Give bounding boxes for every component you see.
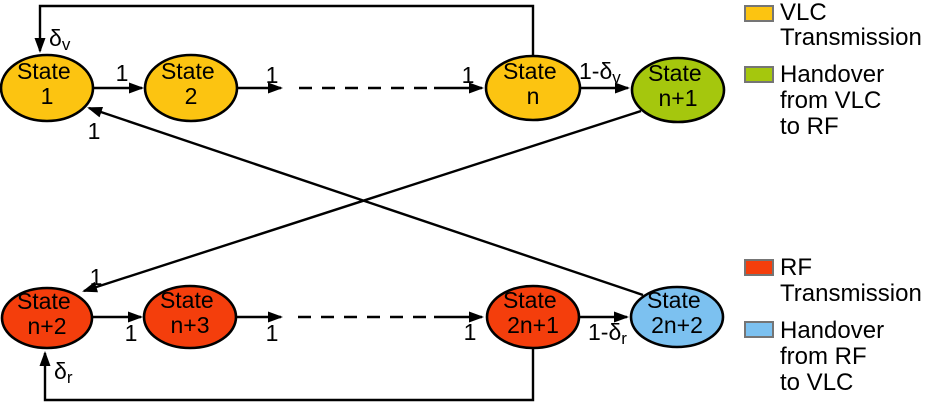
state-node-n3-label: State n+3 xyxy=(160,287,220,338)
legend-label-vlc-line1: VLC xyxy=(780,0,827,26)
label-prob-n2-n3: 1 xyxy=(125,320,138,346)
label-prob-s1-s2: 1 xyxy=(116,60,129,86)
state-node-1 xyxy=(0,53,95,123)
legend-swatch-rf xyxy=(744,259,774,276)
state-node-2n1 xyxy=(485,284,581,350)
label-delta-r: δr xyxy=(54,358,73,387)
state-node-1-label: State 1 xyxy=(17,58,77,109)
state-node-n1-label: State n+1 xyxy=(648,60,708,111)
label-prob-sn1-sn2: 1 xyxy=(90,264,103,290)
state-node-n2 xyxy=(0,286,94,350)
state-node-2n2 xyxy=(629,285,725,349)
state-node-n2-label: State n+2 xyxy=(17,288,77,339)
legend-swatch-vlc xyxy=(744,5,774,22)
label-prob-dots-2n1: 1 xyxy=(464,319,477,345)
legend-swatch-handover-vlc-rf xyxy=(744,66,774,83)
state-node-n3 xyxy=(142,284,238,350)
label-prob-s2-dots: 1 xyxy=(266,62,279,88)
legend-label-handover-vlc-line1: Handover xyxy=(780,61,884,88)
legend-label-vlc-line2: Transmission xyxy=(780,24,922,51)
label-prob-dots-sn: 1 xyxy=(462,62,475,88)
legend-label-handover-rf-line2: from RF xyxy=(780,343,867,370)
label-one-minus-delta-r: 1-δr xyxy=(588,319,627,348)
transition-arrow-state-2n2-to-state-1 xyxy=(87,106,644,297)
state-node-2 xyxy=(143,53,239,123)
transition-arrow-state-2n1-to-state-n2 xyxy=(39,347,535,402)
legend-label-handover-rf-line3: to VLC xyxy=(780,369,853,396)
label-prob-n3-dots: 1 xyxy=(266,320,279,346)
state-node-n-label: State n xyxy=(503,58,563,109)
state-node-2-label: State 2 xyxy=(161,58,221,109)
label-prob-s2n2-s1: 1 xyxy=(88,118,101,144)
legend-swatch-handover-rf-vlc xyxy=(744,321,774,338)
legend-label-handover-vlc-line2: from VLC xyxy=(780,87,881,114)
label-one-minus-delta-v: 1-δv xyxy=(579,58,621,87)
state-node-n xyxy=(484,54,582,122)
legend-label-handover-rf-line1: Handover xyxy=(780,317,884,344)
legend-label-handover-vlc-line3: to RF xyxy=(780,113,839,140)
transition-arrow-state-n-to-state-1 xyxy=(34,4,535,57)
legend: VLC Transmission Handover from VLC to RF… xyxy=(744,0,922,396)
legend-label-rf-line2: Transmission xyxy=(780,280,922,307)
legend-label-rf-line1: RF xyxy=(780,254,812,281)
label-delta-v: δv xyxy=(49,25,71,54)
state-node-n1 xyxy=(630,56,726,124)
state-node-2n1-label: State 2n+1 xyxy=(503,287,563,338)
state-node-2n2-label: State 2n+2 xyxy=(647,287,707,338)
